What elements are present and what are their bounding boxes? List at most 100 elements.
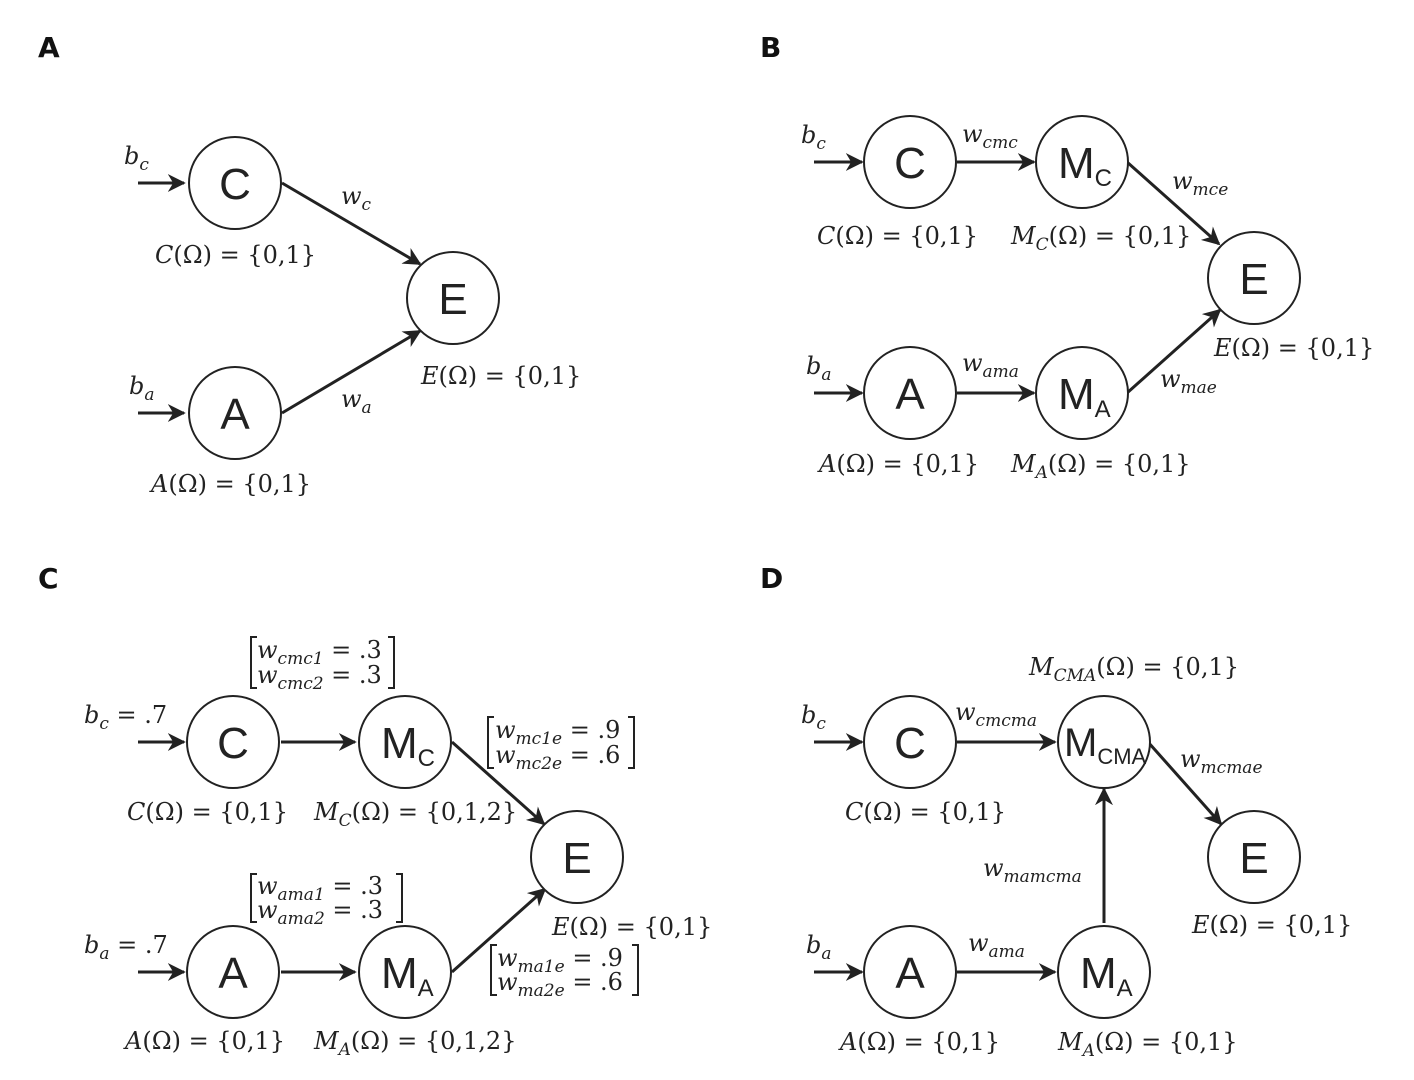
input-label-ba-sub: a bbox=[821, 365, 831, 385]
edge-mc-e bbox=[451, 740, 546, 826]
input-label-bc-value: = .7 bbox=[109, 701, 167, 729]
panel-label-b: B bbox=[760, 31, 781, 64]
weight-label-wa-sub: a bbox=[362, 398, 372, 418]
domain-c-rest: (Ω) = {0,1} bbox=[863, 798, 1006, 826]
node-c bbox=[863, 695, 957, 789]
input-label-ba: ba bbox=[129, 372, 155, 405]
weight-entry-value: = .3 bbox=[325, 872, 383, 900]
weight-label-wmcmae-base: w bbox=[1180, 745, 1201, 773]
weight-label-wmamcma-base: w bbox=[983, 854, 1004, 882]
domain-c-var: C bbox=[127, 798, 145, 826]
weight-matrix-cmc: wcmc1 = .3 wcmc2 = .3 bbox=[250, 636, 395, 694]
domain-e-rest: (Ω) = {0,1} bbox=[439, 362, 582, 390]
node-a bbox=[188, 366, 282, 460]
domain-mc-rest: (Ω) = {0,1,2} bbox=[352, 798, 518, 826]
domain-label-c: C(Ω) = {0,1} bbox=[845, 798, 1006, 826]
panel-d: D C MCMA E A MA bc ba wcmcma wmcmae wmam… bbox=[760, 562, 1352, 1061]
node-e-label: E bbox=[438, 275, 467, 324]
domain-label-mc: MC(Ω) = {0,1,2} bbox=[313, 798, 517, 831]
node-e bbox=[1207, 231, 1301, 325]
domain-label-mc: MC(Ω) = {0,1} bbox=[1010, 222, 1191, 255]
domain-label-e: E(Ω) = {0,1} bbox=[1191, 911, 1352, 939]
input-label-bc-sub: c bbox=[816, 714, 826, 734]
node-c bbox=[188, 136, 282, 230]
bracket-left bbox=[250, 873, 257, 923]
weight-entry-base: w bbox=[257, 636, 278, 664]
domain-label-e: E(Ω) = {0,1} bbox=[1213, 334, 1374, 362]
panel-a: A C A E bc ba wc wa C(Ω) = {0,1} A(Ω) = … bbox=[38, 31, 581, 498]
bracket-right bbox=[632, 944, 639, 996]
domain-c-var: C bbox=[845, 798, 863, 826]
weight-entry-sub: ama1 bbox=[278, 885, 325, 905]
weight-label-wama: wama bbox=[968, 929, 1025, 962]
node-a bbox=[863, 925, 957, 1019]
domain-ma-varsub: A bbox=[1081, 1041, 1095, 1061]
weight-label-wmce-base: w bbox=[1172, 167, 1193, 195]
weight-entry-value: = .3 bbox=[324, 636, 382, 664]
input-label-ba: ba bbox=[806, 931, 832, 964]
node-ma-sub: A bbox=[1095, 396, 1111, 423]
node-ma bbox=[1035, 346, 1129, 440]
node-e bbox=[406, 251, 500, 345]
weight-entry-ma1e: wma1e = .9 bbox=[497, 944, 623, 977]
node-c-label: C bbox=[217, 719, 249, 768]
weight-matrix-mce: wmc1e = .9 wmc2e = .6 bbox=[487, 716, 635, 774]
weight-entry-value: = .3 bbox=[324, 661, 382, 689]
node-mc-label: MC bbox=[381, 719, 435, 772]
node-mc bbox=[358, 695, 452, 789]
domain-mc-varsub: C bbox=[1036, 235, 1049, 255]
input-label-bc-base: b bbox=[124, 142, 139, 170]
node-mc-label: MC bbox=[1058, 139, 1112, 192]
node-ma-sub: A bbox=[1117, 975, 1133, 1002]
weight-label-wama: wama bbox=[962, 349, 1019, 382]
input-label-bc: bc = .7 bbox=[84, 701, 167, 734]
domain-a-var: A bbox=[838, 1028, 857, 1056]
weight-label-wama-base: w bbox=[968, 929, 989, 957]
domain-mc-var: M bbox=[1010, 222, 1037, 250]
bracket-left bbox=[250, 636, 257, 689]
domain-label-mcma: MCMA(Ω) = {0,1} bbox=[1028, 653, 1239, 686]
weight-entry-value: = .9 bbox=[562, 716, 620, 744]
input-label-ba-base: b bbox=[806, 352, 821, 380]
edge-mc-e bbox=[1126, 160, 1221, 246]
weight-label-wmcmae-sub: mcmae bbox=[1201, 758, 1263, 778]
weight-entry-base: w bbox=[495, 741, 516, 769]
weight-label-wmae: wmae bbox=[1160, 365, 1217, 398]
input-label-ba-base: b bbox=[806, 931, 821, 959]
domain-e-var: E bbox=[551, 913, 570, 941]
weight-label-wmae-sub: mae bbox=[1181, 378, 1217, 398]
node-ma bbox=[358, 925, 452, 1019]
bracket-right bbox=[396, 873, 403, 923]
input-label-ba-base: b bbox=[129, 372, 144, 400]
domain-ma-var: M bbox=[1010, 450, 1037, 478]
weight-label-wmae-base: w bbox=[1160, 365, 1181, 393]
input-label-bc-base: b bbox=[801, 701, 816, 729]
node-ma-label: MA bbox=[1058, 370, 1111, 423]
domain-c-rest: (Ω) = {0,1} bbox=[835, 222, 978, 250]
domain-c-var: C bbox=[817, 222, 835, 250]
weight-entry-sub: mc2e bbox=[516, 754, 563, 774]
node-e-label: E bbox=[1239, 834, 1268, 883]
weight-label-wcmcma: wcmcma bbox=[955, 698, 1037, 731]
node-c-label: C bbox=[894, 139, 926, 188]
domain-e-rest: (Ω) = {0,1} bbox=[570, 913, 713, 941]
node-c bbox=[863, 115, 957, 209]
domain-e-var: E bbox=[1191, 911, 1210, 939]
domain-label-c: C(Ω) = {0,1} bbox=[127, 798, 288, 826]
weight-entry-ma2e: wma2e = .6 bbox=[497, 968, 623, 1001]
domain-mc-var: M bbox=[313, 798, 340, 826]
domain-ma-varsub: A bbox=[337, 1040, 351, 1060]
weight-entry-mc2e: wmc2e = .6 bbox=[495, 741, 620, 774]
weight-entry-base: w bbox=[257, 896, 278, 924]
weight-entry-base: w bbox=[495, 716, 516, 744]
weight-label-wcmcma-base: w bbox=[955, 698, 976, 726]
weight-label-wmce: wmce bbox=[1172, 167, 1228, 200]
node-ma-base: M bbox=[1080, 949, 1117, 998]
weight-label-wmamcma: wmamcma bbox=[983, 854, 1082, 887]
domain-ma-rest: (Ω) = {0,1} bbox=[1048, 450, 1191, 478]
weight-entry-mc1e: wmc1e = .9 bbox=[495, 716, 620, 749]
weight-entry-cmc2: wcmc2 = .3 bbox=[257, 661, 382, 694]
bracket-left bbox=[487, 716, 494, 769]
input-label-bc-sub: c bbox=[816, 134, 826, 154]
node-ma-base: M bbox=[381, 949, 418, 998]
